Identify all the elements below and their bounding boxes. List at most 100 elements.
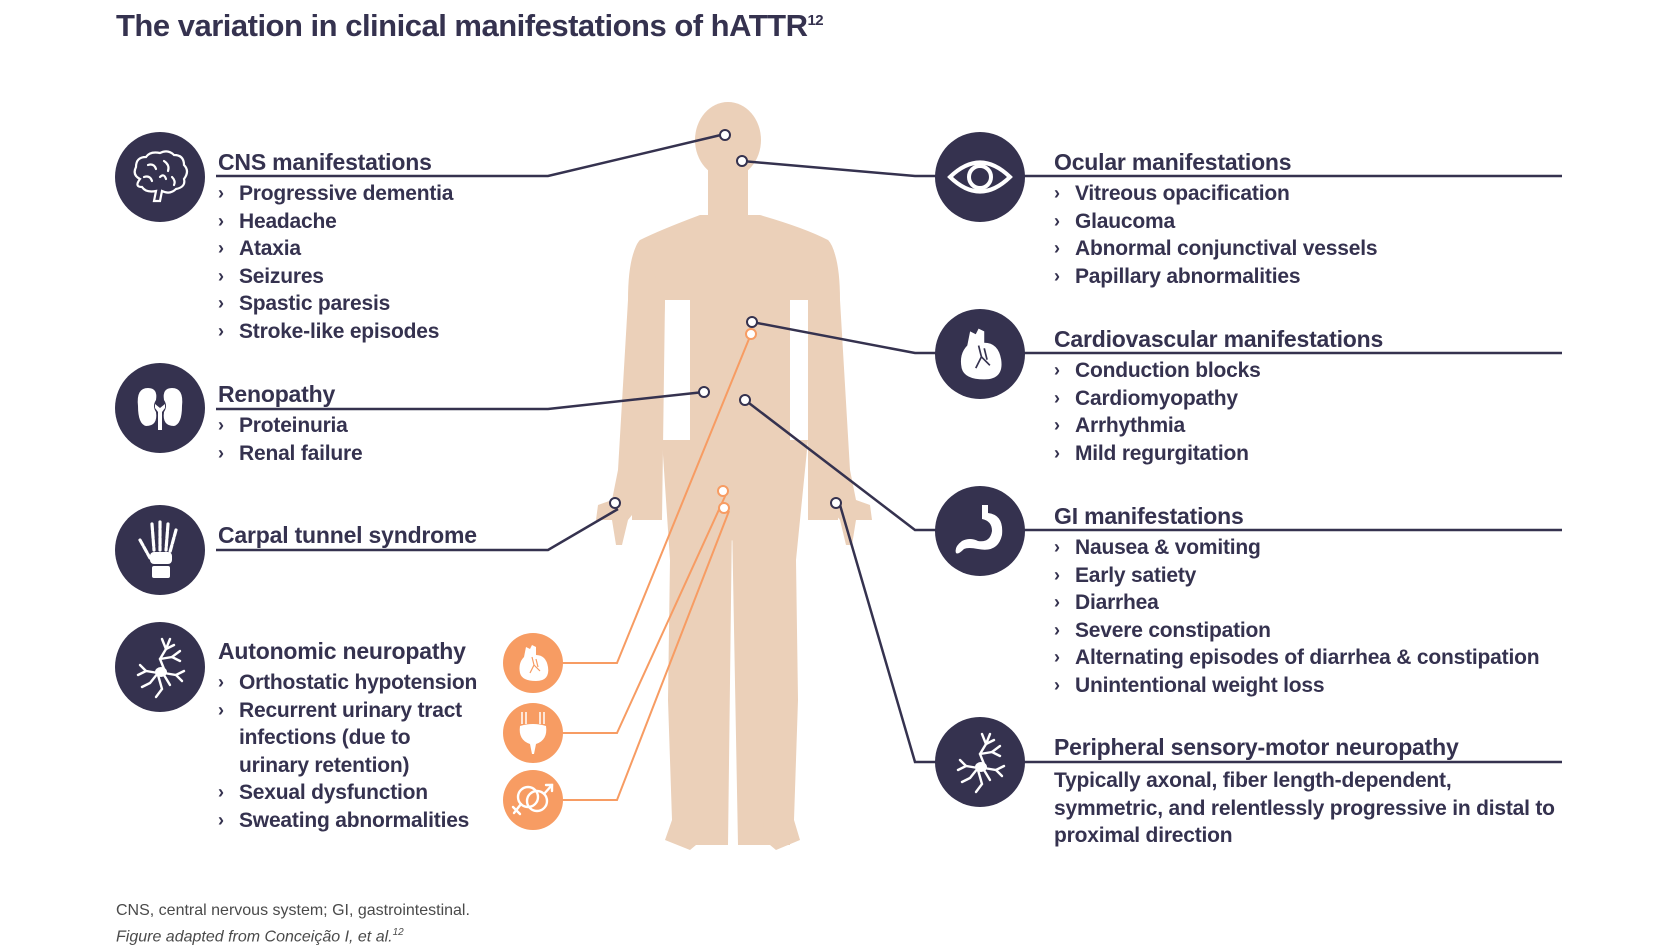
- stomach-icon-badge: [935, 486, 1025, 576]
- connector-autonomic-heart: [560, 333, 752, 664]
- gi-panel: GI manifestations ›Nausea & vomiting ›Ea…: [1054, 502, 1540, 700]
- cardiovascular-heading: Cardiovascular manifestations: [1054, 326, 1384, 352]
- list-item: ›Vitreous opacification: [1054, 180, 1377, 208]
- chevron-right-icon: ›: [1054, 265, 1060, 286]
- heart-icon: [519, 645, 549, 681]
- autonomic-neuropathy-heading: Autonomic neuropathy: [218, 638, 466, 664]
- cns-panel: CNS manifestations ›Progressive dementia…: [218, 148, 453, 345]
- list-item: ›Sweating abnormalities: [218, 807, 477, 835]
- chevron-right-icon: ›: [1054, 238, 1060, 258]
- list-item: ›Headache: [218, 208, 453, 236]
- list-item: ›Abnormal conjunctival vessels: [1054, 235, 1378, 263]
- chevron-right-icon: ›: [1054, 647, 1060, 667]
- eye-icon-badge: [935, 132, 1025, 222]
- carpal-tunnel-panel: Carpal tunnel syndrome: [218, 521, 477, 549]
- autonomic-neuropathy-panel: Autonomic neuropathy ›Orthostatic hypote…: [218, 637, 477, 834]
- peripheral-neuropathy-panel: Peripheral sensory-motor neuropathy Typi…: [1054, 733, 1564, 850]
- gender-symbols-icon-badge: [503, 770, 563, 830]
- footer: CNS, central nervous system; GI, gastroi…: [116, 900, 470, 948]
- hand-bones-icon-badge: [115, 505, 205, 595]
- connector-carpal: [216, 507, 619, 552]
- neuron-icon-badge-peripheral: [935, 717, 1025, 807]
- peripheral-neuropathy-heading: Peripheral sensory-motor neuropathy: [1054, 734, 1459, 760]
- bladder-icon-badge: [503, 703, 563, 763]
- chevron-right-icon: ›: [218, 320, 224, 341]
- chevron-right-icon: ›: [1054, 442, 1060, 463]
- connector-renopathy: [216, 390, 705, 411]
- list-item: ›Seizures: [218, 263, 453, 291]
- list-item: ›Renal failure: [218, 440, 363, 468]
- list-item: ›Ataxia: [218, 235, 453, 263]
- list-item: ›Spastic paresis: [218, 290, 453, 318]
- abbreviations-note: CNS, central nervous system; GI, gastroi…: [116, 902, 470, 919]
- chevron-right-icon: ›: [1054, 619, 1060, 640]
- list-item: ›Conduction blocks: [1054, 357, 1383, 385]
- chevron-right-icon: ›: [1054, 210, 1060, 231]
- ocular-heading: Ocular manifestations: [1054, 149, 1292, 175]
- list-item: ›Severe constipation: [1054, 617, 1539, 645]
- brain-icon: [133, 150, 189, 203]
- list-item: ›Papillary abnormalities: [1054, 263, 1377, 291]
- connector-peripheral: [838, 504, 1562, 764]
- eye-icon: [947, 160, 1013, 194]
- heart-icon: [960, 328, 1002, 380]
- stomach-icon: [955, 505, 1003, 554]
- list-item: ›Diarrhea: [1054, 589, 1539, 617]
- chevron-right-icon: ›: [218, 699, 224, 720]
- list-item: ›Cardiomyopathy: [1054, 385, 1383, 413]
- gender-symbols-icon: [511, 783, 554, 816]
- list-item: ›Glaucoma: [1054, 208, 1377, 236]
- cardiovascular-panel: Cardiovascular manifestations ›Conductio…: [1054, 325, 1383, 467]
- chevron-right-icon: ›: [1054, 415, 1060, 435]
- connector-cardio: [751, 320, 1562, 355]
- kidney-icon: [137, 388, 183, 430]
- chevron-right-icon: ›: [218, 415, 224, 435]
- cardiovascular-list: ›Conduction blocks ›Cardiomyopathy ›Arrh…: [1054, 357, 1383, 467]
- connector-lines-navy: [216, 132, 1562, 764]
- gi-heading: GI manifestations: [1054, 503, 1244, 529]
- list-item: ›Sexual dysfunction: [218, 779, 477, 807]
- list-item: ›Nausea & vomiting: [1054, 534, 1539, 562]
- chevron-right-icon: ›: [1054, 592, 1060, 612]
- chevron-right-icon: ›: [218, 265, 224, 286]
- list-item: ›Proteinuria: [218, 412, 362, 440]
- chevron-right-icon: ›: [218, 782, 224, 802]
- list-item: ›Progressive dementia: [218, 180, 453, 208]
- connector-cns: [216, 132, 726, 178]
- list-item: ›Orthostatic hypotension: [218, 669, 477, 697]
- chevron-right-icon: ›: [1054, 537, 1060, 557]
- connector-autonomic-sexual: [560, 510, 730, 801]
- neuron-icon-badge: [115, 622, 205, 712]
- chevron-right-icon: ›: [1054, 183, 1060, 203]
- heart-icon-badge-orange: [503, 633, 563, 693]
- cns-heading: CNS manifestations: [218, 149, 432, 175]
- list-item: ›Stroke-like episodes: [218, 318, 453, 346]
- chevron-right-icon: ›: [218, 183, 224, 203]
- heart-icon-badge: [935, 309, 1025, 399]
- list-item: ›Mild regurgitation: [1054, 440, 1383, 468]
- human-body-silhouette: [596, 102, 872, 850]
- gi-list: ›Nausea & vomiting ›Early satiety ›Diarr…: [1054, 534, 1540, 700]
- neuron-icon: [956, 732, 1006, 794]
- connector-gi: [744, 399, 1562, 532]
- list-item: ›Unintentional weight loss: [1054, 672, 1539, 700]
- title-text: The variation in clinical manifestations…: [116, 8, 808, 43]
- neuron-icon: [136, 637, 186, 699]
- chevron-right-icon: ›: [218, 293, 224, 313]
- bladder-icon: [519, 712, 547, 754]
- chevron-right-icon: ›: [218, 442, 224, 463]
- chevron-right-icon: ›: [1054, 564, 1060, 585]
- chevron-right-icon: ›: [1054, 360, 1060, 380]
- renopathy-list: ›Proteinuria ›Renal failure: [218, 412, 363, 468]
- renopathy-panel: Renopathy ›Proteinuria ›Renal failure: [218, 380, 363, 468]
- renopathy-heading: Renopathy: [218, 381, 336, 407]
- connector-lines-orange: [560, 333, 752, 801]
- list-item: ›Alternating episodes of diarrhea & cons…: [1054, 644, 1540, 672]
- connector-dots-orange: [717, 328, 757, 514]
- reference-note: Figure adapted from Conceição I, et al.1…: [116, 927, 404, 946]
- chevron-right-icon: ›: [218, 210, 224, 231]
- list-item: ›Arrhythmia: [1054, 412, 1383, 440]
- chevron-right-icon: ›: [1054, 387, 1060, 408]
